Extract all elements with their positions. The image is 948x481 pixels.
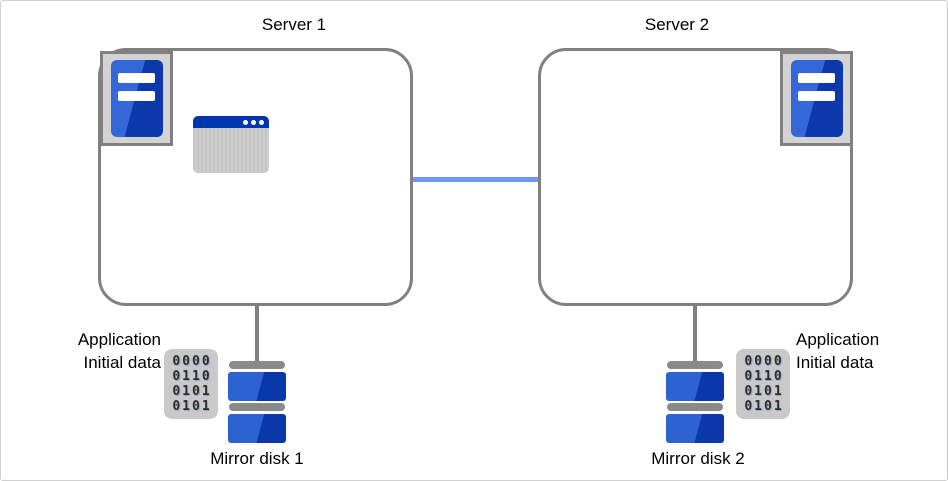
disk-platter (666, 414, 724, 443)
binary-row: 0101 (744, 384, 784, 399)
annotation-line2: Initial data (83, 353, 162, 372)
mirror-disk2-label: Mirror disk 2 (651, 449, 745, 468)
binary-row: 0110 (744, 369, 784, 384)
binary-row: 0110 (172, 369, 212, 384)
server-link-line (413, 177, 538, 182)
server1-title: Server 1 (261, 15, 327, 34)
binary-data-icon-right: 0000 0110 0101 0101 (736, 349, 790, 419)
window-dot (243, 119, 248, 125)
disk-platter (228, 414, 286, 443)
disk-cap (667, 403, 723, 411)
disk-cap (229, 403, 285, 411)
binary-row: 0101 (172, 384, 212, 399)
disk2-connector (693, 304, 697, 364)
annotation-line2: Initial data (796, 353, 874, 372)
server-tower-icon (790, 60, 843, 137)
window-dot (251, 119, 256, 125)
server-tower-icon (110, 60, 163, 137)
mirror-disk1-icon (228, 361, 286, 445)
mirror-disk1-label: Mirror disk 1 (210, 449, 304, 468)
tower-drive-bay (798, 91, 835, 101)
mirror-disk2-icon (666, 361, 724, 445)
server1-icon (100, 51, 173, 146)
tower-drive-bay (118, 91, 155, 101)
tower-drive-bay (118, 73, 155, 83)
right-initial-data-annotation: Application Initial data (796, 328, 936, 374)
application-window-icon (193, 116, 269, 173)
disk-cap (667, 361, 723, 369)
window-dot (259, 119, 264, 125)
annotation-line1: Application (77, 330, 161, 349)
disk-cap (229, 361, 285, 369)
annotation-line1: Application (796, 330, 880, 349)
server2-icon (780, 51, 853, 146)
left-initial-data-annotation: Application Initial data (21, 328, 161, 374)
disk1-connector (255, 304, 259, 364)
server2-title: Server 2 (644, 15, 710, 34)
window-titlebar (193, 116, 269, 128)
binary-data-icon-left: 0000 0110 0101 0101 (164, 349, 218, 419)
binary-row: 0000 (172, 354, 212, 369)
tower-drive-bay (798, 73, 835, 83)
window-body (193, 128, 269, 173)
binary-row: 0000 (744, 354, 784, 369)
binary-row: 0101 (744, 399, 784, 414)
disk-platter (666, 372, 724, 401)
disk-platter (228, 372, 286, 401)
binary-row: 0101 (172, 399, 212, 414)
